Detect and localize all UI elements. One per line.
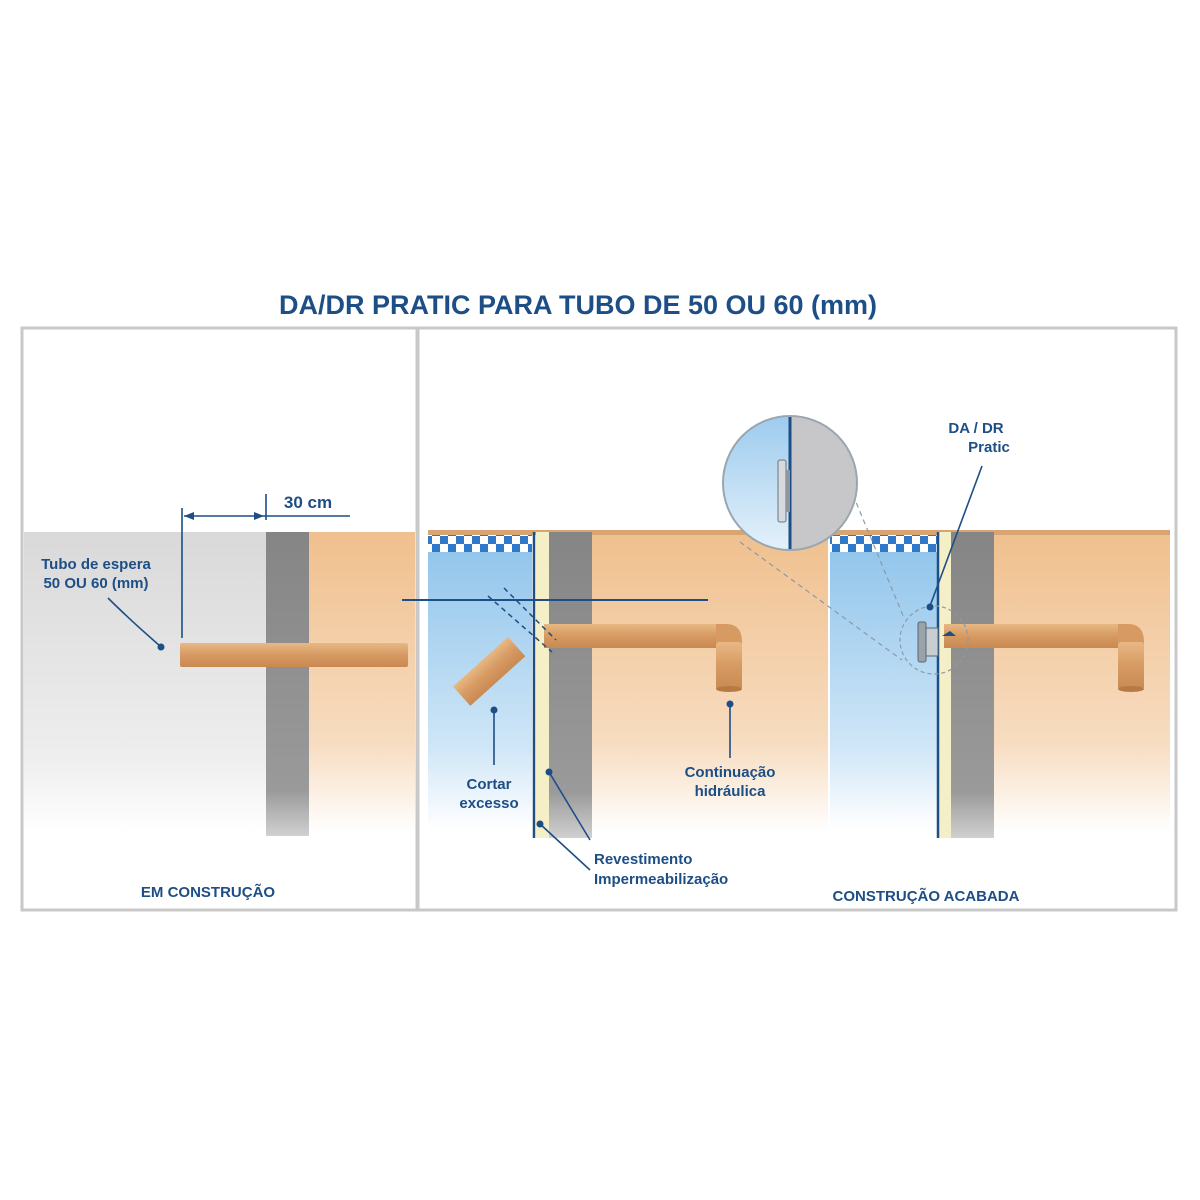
- left-panel-caption: EM CONSTRUÇÃO: [141, 883, 275, 901]
- cut-excess-piece: [452, 636, 526, 706]
- pool-tiles-1: [428, 534, 532, 552]
- wall-1: [549, 532, 592, 838]
- cut-label-line2: excesso: [459, 795, 518, 812]
- soil-top-2: [830, 530, 1170, 535]
- left-wall: [266, 532, 309, 836]
- pipe-through-wall-1: [544, 624, 720, 648]
- magnifier-rim: [722, 415, 858, 551]
- right-panel-frame: [416, 326, 1178, 912]
- product-label-dot: [926, 603, 934, 611]
- pipe-label-line1: Tubo de espera: [41, 556, 151, 573]
- left-soil: [309, 532, 415, 832]
- right-scene-finished: DA / DR Pratic: [722, 415, 1170, 838]
- hydraulic-label-line1: Continuação: [685, 764, 776, 781]
- soil-top-1: [428, 530, 828, 535]
- right-scene-during-install: Cortar excesso Revestimento Impermeabili…: [402, 530, 828, 888]
- pipe-label-leader: [107, 597, 161, 647]
- wall-2: [951, 532, 994, 838]
- coating-leader-2: [539, 823, 591, 871]
- cut-dash-2: [503, 587, 557, 641]
- diagram-title: DA/DR PRATIC PARA TUBO DE 50 OU 60 (mm): [279, 290, 877, 320]
- dimension-label: 30 cm: [284, 493, 332, 512]
- dimension-arrow-left: [184, 512, 194, 520]
- right-panel-caption: CONSTRUÇÃO ACABADA: [833, 887, 1020, 905]
- dimension-arrow-right: [254, 512, 264, 520]
- zoom-connector-bottom: [739, 541, 903, 661]
- coating-leader-1: [548, 771, 591, 841]
- pipe-label-line2: 50 OU 60 (mm): [43, 575, 148, 592]
- product-label-leader: [929, 465, 983, 607]
- waterproofing-1: [536, 532, 549, 838]
- pipe-end-1: [716, 686, 742, 692]
- fitting-body: [925, 627, 939, 657]
- product-label-line2: Pratic: [968, 439, 1010, 456]
- coating-label-line2: Impermeabilização: [594, 871, 728, 888]
- coating-dot-1: [545, 768, 553, 776]
- coating-dot-2: [536, 820, 544, 828]
- soil-1: [592, 532, 828, 832]
- fitting-arrow: [942, 631, 956, 636]
- product-label-line1: DA / DR: [948, 420, 1003, 437]
- left-panel: 30 cm Tubo de espera 50 OU 60 (mm) EM CO…: [24, 493, 415, 901]
- waiting-pipe: [180, 643, 408, 667]
- hydraulic-label-line2: hidráulica: [695, 783, 767, 800]
- pipe-through-wall-2: [944, 624, 1122, 648]
- fitting-flange: [917, 621, 927, 663]
- pool-tiles-2: [830, 534, 938, 552]
- pipe-down-1: [716, 642, 742, 690]
- waterproofing-2: [939, 532, 951, 838]
- zoom-connector-top: [845, 477, 905, 619]
- zoom-target-circle: [899, 605, 969, 675]
- pool-water-2: [830, 552, 938, 830]
- pipe-end-2: [1118, 686, 1144, 692]
- pipe-label-dot: [157, 643, 165, 651]
- cut-label-line1: Cortar: [466, 776, 511, 793]
- hydraulic-dot: [726, 700, 734, 708]
- pipe-down-2: [1118, 642, 1144, 690]
- left-grey-ground: [24, 532, 266, 832]
- coating-label-line1: Revestimento: [594, 851, 692, 868]
- cut-label-dot: [490, 706, 498, 714]
